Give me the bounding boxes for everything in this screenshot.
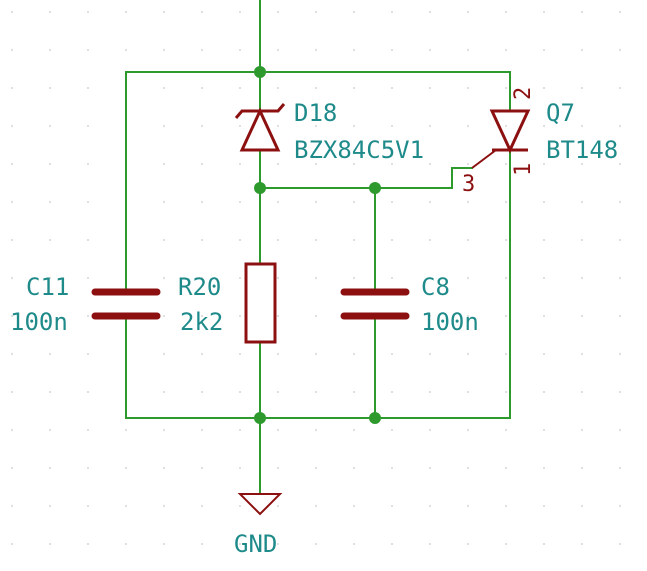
wire-gate-net xyxy=(259,167,473,189)
q7-ref-label: Q7 xyxy=(546,99,575,127)
thyristor-q7: Q7 BT148 3 2 1 xyxy=(462,87,618,197)
c8-value-label: 100n xyxy=(421,308,479,336)
q7-anode-pin-number: 2 xyxy=(511,87,536,100)
gnd-label: GND xyxy=(234,530,277,558)
zener-diode-d18: D18 BZX84C5V1 xyxy=(234,99,424,164)
wires xyxy=(125,0,511,495)
junction-dot xyxy=(254,182,266,194)
q7-cathode-pin-number: 1 xyxy=(511,163,536,176)
capacitor-c11: C11 100n xyxy=(10,273,161,336)
ground-symbol: GND xyxy=(234,493,283,558)
r20-value-label: 2k2 xyxy=(180,308,223,336)
junction-dot xyxy=(254,66,266,78)
c11-value-label: 100n xyxy=(10,308,68,336)
capacitor-c8: C8 100n xyxy=(340,273,479,336)
r20-ref-label: R20 xyxy=(178,273,221,301)
d18-value-label: BZX84C5V1 xyxy=(294,136,424,164)
c11-ref-label: C11 xyxy=(26,273,69,301)
grid-dots xyxy=(11,11,621,545)
junctions xyxy=(254,66,381,424)
c8-ref-label: C8 xyxy=(421,273,450,301)
resistor-r20: R20 2k2 xyxy=(178,262,277,344)
junction-dot xyxy=(369,412,381,424)
d18-ref-label: D18 xyxy=(294,99,337,127)
q7-value-label: BT148 xyxy=(546,136,618,164)
junction-dot xyxy=(254,412,266,424)
q7-gate-pin-number: 3 xyxy=(462,172,475,197)
junction-dot xyxy=(369,182,381,194)
